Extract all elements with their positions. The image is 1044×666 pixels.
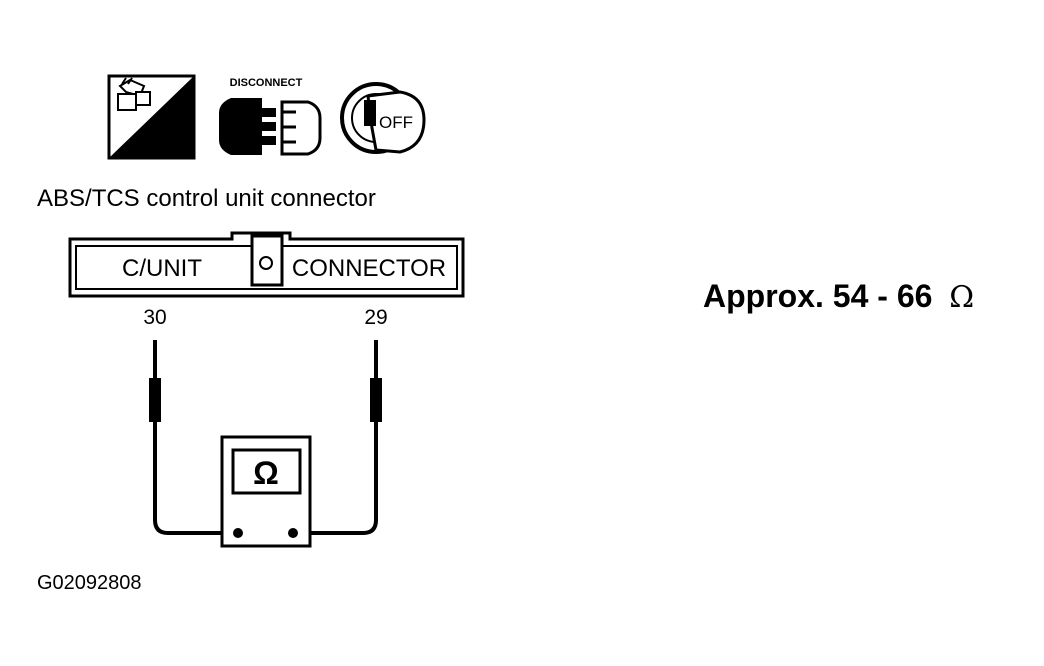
figure-code: G02092808 (37, 572, 142, 594)
pin-number-left: 30 (143, 306, 166, 329)
connector-title: ABS/TCS control unit connector (37, 185, 376, 212)
ts-icon: T.S. (107, 74, 196, 160)
ohmmeter: Ω (220, 435, 312, 548)
disconnect-icon: DISCONNECT (219, 77, 322, 156)
probe-lead-left (149, 340, 236, 535)
resistance-spec: Approx. 54 - 66 Ω (703, 278, 974, 315)
resistance-spec-unit: Ω (949, 280, 974, 315)
resistance-spec-value: Approx. 54 - 66 (703, 278, 932, 314)
meter-terminal-left (233, 528, 243, 538)
connector-left-label: C/UNIT (122, 255, 202, 282)
probe-lead-right (294, 340, 382, 535)
connector: C/UNIT CONNECTOR (68, 231, 465, 298)
ts-icon-label: T.S. (146, 136, 179, 157)
ignition-off-label: OFF (379, 113, 413, 132)
connector-right-label: CONNECTOR (292, 255, 446, 282)
ohm-symbol-icon: Ω (253, 455, 279, 491)
meter-terminal-right (288, 528, 298, 538)
disconnect-icon-label: DISCONNECT (230, 77, 303, 89)
connector-lock-circle (259, 256, 273, 270)
ignition-off-icon: OFF (340, 82, 426, 154)
pin-number-right: 29 (364, 306, 387, 329)
